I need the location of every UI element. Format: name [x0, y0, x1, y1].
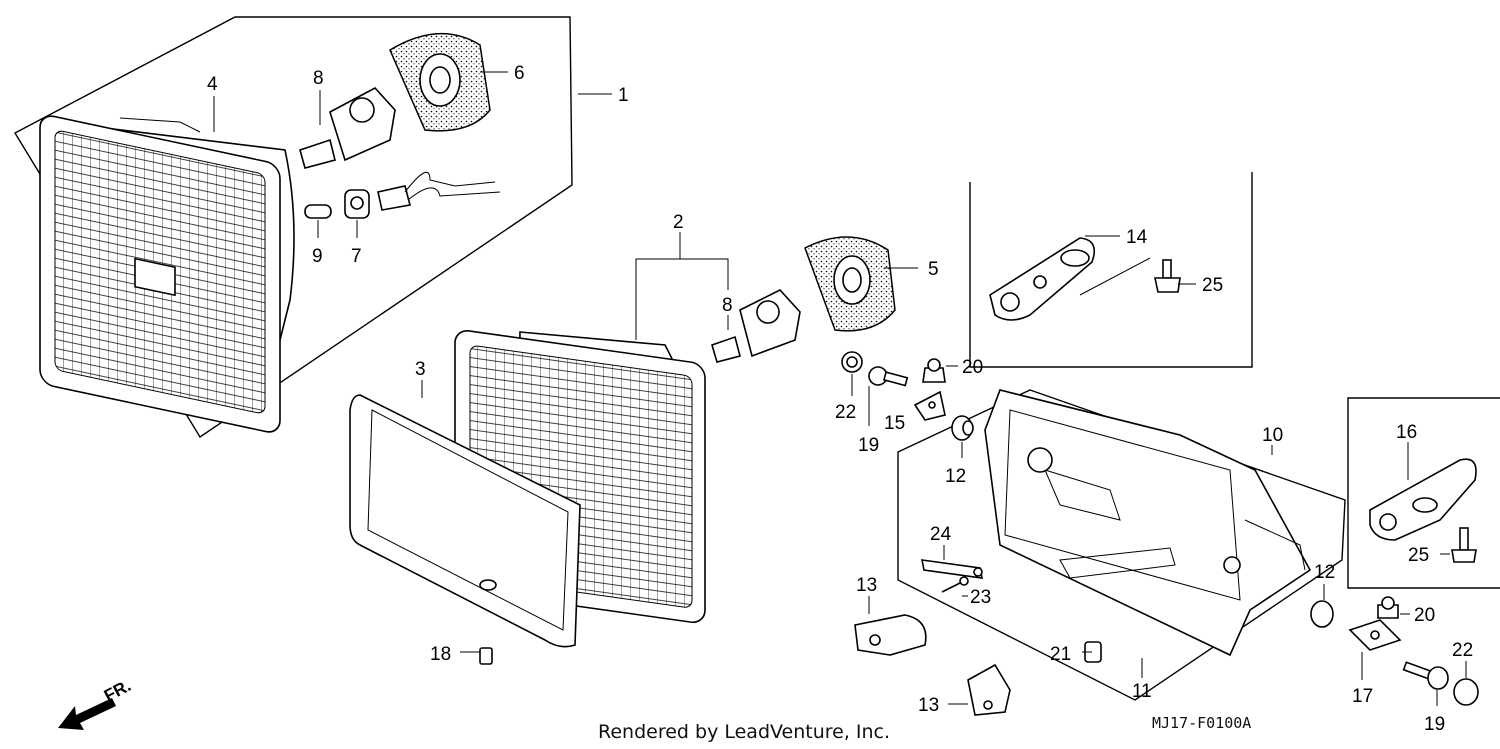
bolt-25-upper [1154, 259, 1181, 293]
stay-14-frame [969, 172, 1253, 368]
callout-21: 21 [1050, 644, 1071, 665]
callout-12-upper: 12 [945, 466, 966, 487]
grommet-22-lower [1453, 678, 1479, 706]
case-frame [897, 389, 1346, 701]
callout-3: 3 [415, 359, 426, 380]
screw-23 [941, 576, 969, 593]
callout-16: 16 [1396, 422, 1417, 443]
front-direction-arrow: FR. [58, 676, 134, 730]
callout-20-upper: 20 [962, 357, 983, 378]
leader-lines [213, 71, 1467, 706]
callout-8-upper: 8 [313, 68, 324, 89]
diagram-code: MJ17-F0100A [1152, 714, 1251, 732]
callout-22-lower: 22 [1452, 640, 1473, 661]
stay-14 [989, 237, 1096, 321]
grommet-12-upper [951, 415, 974, 441]
nut-20-upper [922, 358, 946, 383]
grommet-22-upper [841, 351, 863, 373]
headlight-unit-4 [39, 115, 295, 433]
stay-16 [1369, 458, 1477, 541]
headlight-case-10 [984, 389, 1312, 657]
bulb-9 [304, 204, 332, 219]
bracket-13-upper [854, 614, 927, 656]
callout-19-upper: 19 [858, 435, 879, 456]
callout-11: 11 [1132, 681, 1152, 702]
callout-22-upper: 22 [835, 402, 856, 423]
callout-18: 18 [430, 644, 451, 665]
callout-13-upper: 13 [856, 575, 877, 596]
socket-cover-5 [804, 236, 896, 332]
callout-20-lower: 20 [1414, 605, 1435, 626]
callout-15: 15 [884, 413, 905, 434]
bolt-19-upper [868, 366, 909, 387]
nut-20-lower [1377, 596, 1399, 619]
callout-7: 7 [351, 246, 362, 267]
footer-credit: Rendered by LeadVenture, Inc. [598, 721, 890, 743]
socket-cover-6 [389, 32, 491, 132]
callout-14: 14 [1126, 227, 1148, 248]
callout-17: 17 [1352, 686, 1373, 707]
grommet-12-lower [1310, 600, 1334, 628]
screw-18 [479, 647, 493, 665]
callout-1: 1 [618, 85, 629, 106]
bracket-15 [913, 390, 946, 421]
callout-23: 23 [970, 587, 991, 608]
bolt-25-lower [1451, 527, 1477, 563]
callout-12-lower: 12 [1314, 562, 1335, 583]
bulb-8-upper [299, 87, 396, 169]
callout-25-lower: 25 [1408, 545, 1429, 566]
stay-16-frame [1347, 397, 1500, 589]
bulb-8-lower [711, 289, 801, 363]
callout-labels: 1 2 3 4 5 6 7 8 8 9 10 11 12 12 13 13 14… [207, 63, 1473, 735]
callout-24: 24 [930, 524, 952, 545]
callout-4: 4 [207, 74, 218, 95]
callout-13-lower: 13 [918, 695, 939, 716]
callout-19-lower: 19 [1424, 714, 1445, 735]
bracket-17 [1348, 619, 1402, 651]
callout-10: 10 [1262, 425, 1283, 446]
socket-7 [344, 189, 370, 219]
callout-9: 9 [312, 246, 323, 267]
bolt-19-lower [1402, 661, 1449, 690]
rim-3 [349, 394, 581, 648]
callout-25-upper: 25 [1202, 275, 1223, 296]
harness-plug [377, 171, 501, 211]
callout-5: 5 [928, 259, 939, 280]
bracket-13-lower [967, 663, 1011, 716]
bracket-24 [920, 559, 984, 579]
callout-6: 6 [514, 63, 525, 84]
callout-2: 2 [673, 212, 684, 233]
callout-8-lower: 8 [722, 295, 733, 316]
